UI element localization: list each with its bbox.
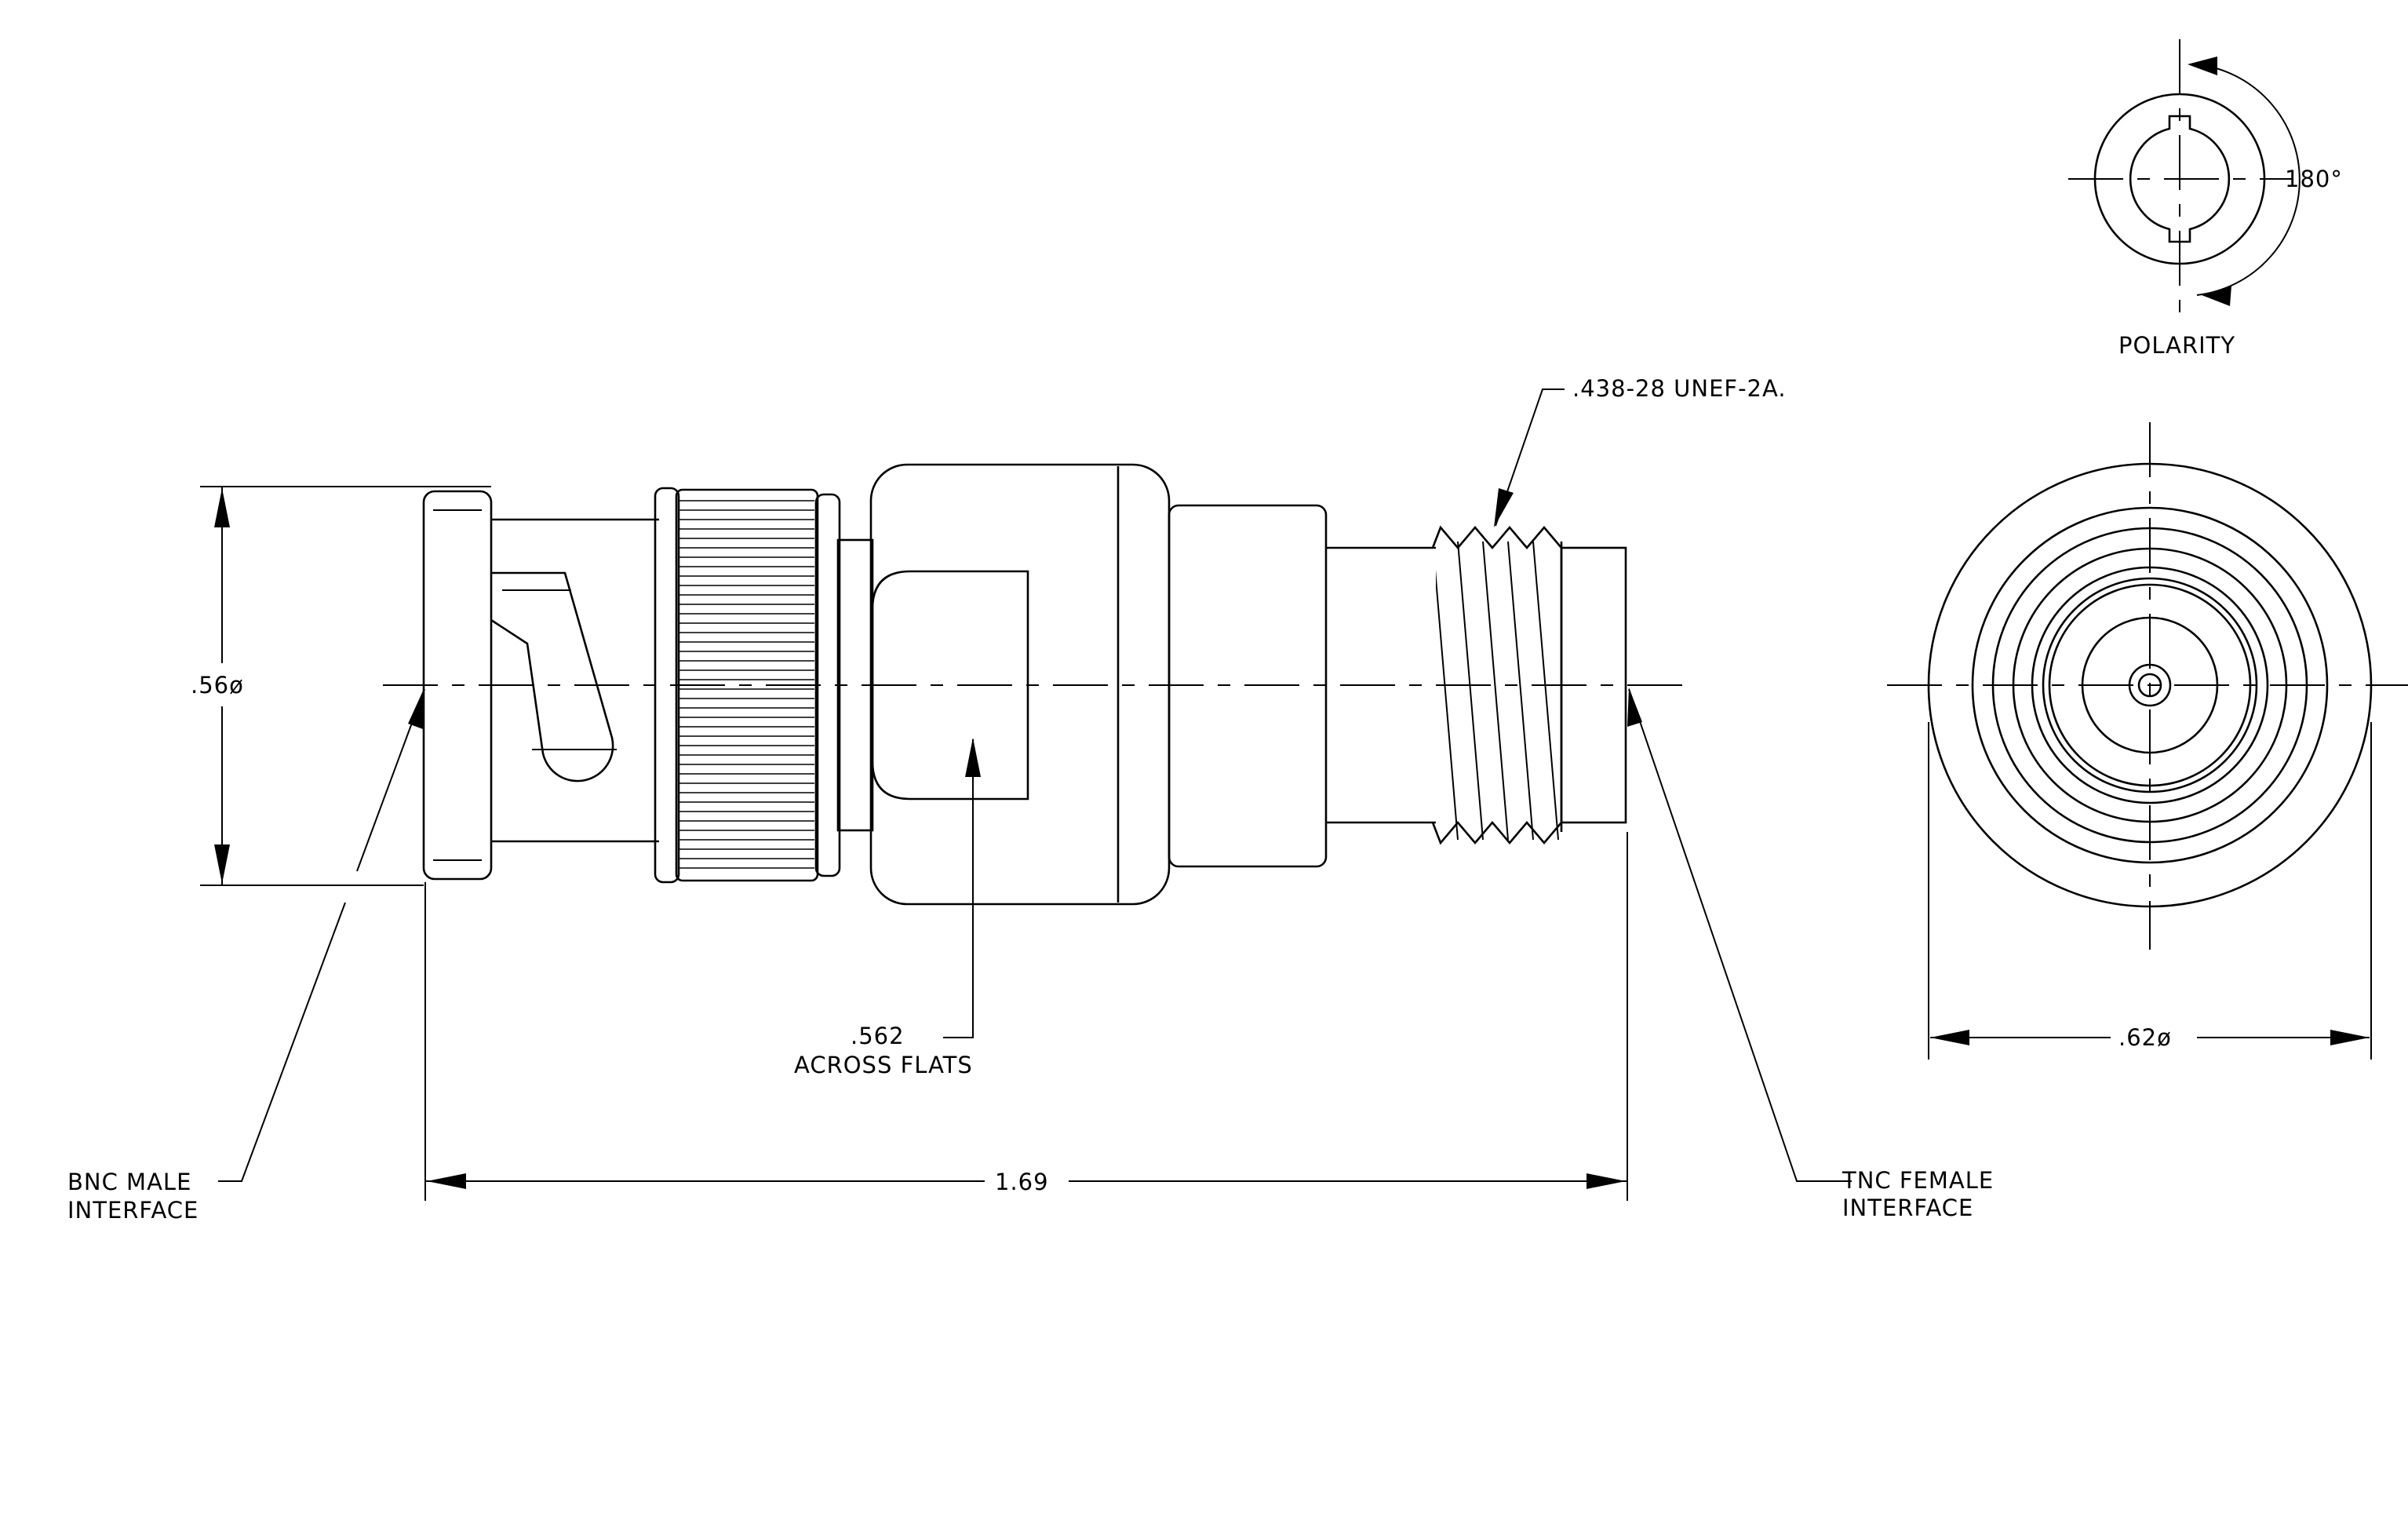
dia-right-label: .62ø [2118,1024,2172,1051]
polarity-label: POLARITY [2118,332,2235,359]
bnc-label-line1: BNC MALE [67,1169,191,1195]
knurling [679,500,814,869]
end-view [1887,422,2408,1060]
dimensions [200,388,1852,1201]
tnc-label-line2: INTERFACE [1842,1195,1973,1221]
thread-label: .438-28 UNEF-2A. [1572,375,1787,402]
dia-left-label: .56ø [191,672,244,698]
side-view [383,463,1683,906]
bayonet-slot [490,571,617,782]
flats-text-label: ACROSS FLATS [794,1052,973,1078]
polarity-view [2068,39,2301,320]
tnc-label-line1: TNC FEMALE [1842,1167,1994,1194]
bnc-label-line2: INTERFACE [67,1197,199,1224]
angle-label: 180° [2285,166,2343,192]
flats-value-label: .562 [851,1023,905,1049]
rotation-arc [2196,64,2301,296]
annotations: POLARITY 180° .438-28 UNEF-2A. .56ø .562… [67,166,2343,1224]
length-label: 1.69 [995,1169,1049,1195]
bnc-body [490,518,659,843]
tnc-thread [1326,525,1627,845]
